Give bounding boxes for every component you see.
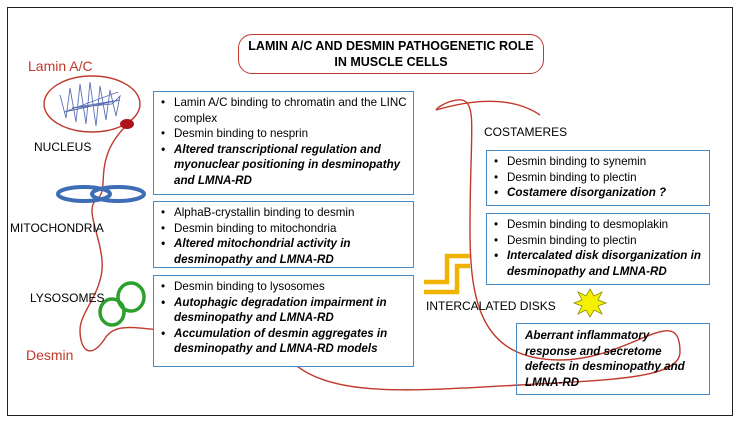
list-item: Autophagic degradation impairment in des… xyxy=(161,295,407,326)
list-item: Intercalated disk disorganization in des… xyxy=(494,248,703,279)
lysosomes-label: LYSOSOMES xyxy=(30,291,105,305)
mitochondria-label: MITOCHONDRIA xyxy=(10,221,104,235)
list-item: Desmin binding to plectin xyxy=(494,170,703,186)
nucleus-shape xyxy=(43,75,141,133)
diagram-title: LAMIN A/C AND DESMIN PATHOGENETIC ROLE I… xyxy=(238,34,544,74)
nucleus-box: Lamin A/C binding to chromatin and the L… xyxy=(153,91,414,195)
list-item: AlphaB-crystallin binding to desmin xyxy=(161,205,407,221)
nucleus-label: NUCLEUS xyxy=(34,140,92,154)
lysosomes-list: Desmin binding to lysosomesAutophagic de… xyxy=(161,279,407,357)
desmin-label: Desmin xyxy=(26,347,74,363)
lamin-label: Lamin A/C xyxy=(28,58,93,74)
costameres-list: Desmin binding to syneminDesmin binding … xyxy=(494,154,703,201)
intercalated-disk-1 xyxy=(424,253,470,285)
title-line-1: LAMIN A/C AND DESMIN PATHOGENETIC ROLE xyxy=(248,39,534,53)
list-item: Desmin binding to lysosomes xyxy=(161,279,407,295)
lysosome-1 xyxy=(98,297,126,327)
title-line-2: IN MUSCLE CELLS xyxy=(334,55,448,69)
list-item: Altered mitochondrial activity in desmin… xyxy=(161,236,407,267)
desmin-filament xyxy=(79,99,681,391)
costameres-box: Desmin binding to syneminDesmin binding … xyxy=(486,150,710,206)
list-item: Costamere disorganization ? xyxy=(494,185,703,201)
costameres-label: COSTAMERES xyxy=(484,125,568,139)
lysosome-2 xyxy=(116,281,146,313)
inflammatory-box: Aberrant inflammatory response and secre… xyxy=(516,323,710,395)
list-item: Desmin binding to desmoplakin xyxy=(494,217,703,233)
list-item: Desmin binding to plectin xyxy=(494,233,703,249)
list-item: Altered transcriptional regulation and m… xyxy=(161,142,407,189)
intercalated-list: Desmin binding to desmoplakinDesmin bind… xyxy=(494,217,703,279)
mitochondrion-2 xyxy=(90,185,146,203)
mitochondria-list: AlphaB-crystallin binding to desminDesmi… xyxy=(161,205,407,267)
chromatin-scribble xyxy=(59,81,121,127)
nucleus-list: Lamin A/C binding to chromatin and the L… xyxy=(161,95,407,189)
list-item: Desmin binding to nesprin xyxy=(161,126,407,142)
list-item: Lamin A/C binding to chromatin and the L… xyxy=(161,95,407,126)
mitochondrion-1 xyxy=(56,185,112,203)
intercalated-disks-label: INTERCALATED DISKS xyxy=(426,299,556,313)
intercalated-disks-box: Desmin binding to desmoplakinDesmin bind… xyxy=(486,213,710,285)
list-item: Desmin binding to synemin xyxy=(494,154,703,170)
figure-frame xyxy=(7,7,733,416)
linc-complex-dot xyxy=(120,119,134,129)
intercalated-disk-2 xyxy=(424,263,470,295)
list-item: Accumulation of desmin aggregates in des… xyxy=(161,326,407,357)
lysosomes-box: Desmin binding to lysosomesAutophagic de… xyxy=(153,275,414,367)
mitochondria-box: AlphaB-crystallin binding to desminDesmi… xyxy=(153,201,414,268)
list-item: Desmin binding to mitochondria xyxy=(161,221,407,237)
desmin-filament-costamere xyxy=(435,100,541,116)
inflammation-star-icon xyxy=(572,288,608,318)
